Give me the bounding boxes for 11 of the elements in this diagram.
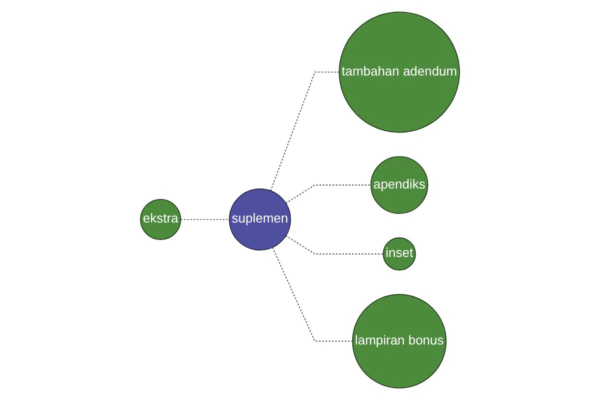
node-circle: ekstra	[140, 198, 182, 240]
node-circle: tambahan adendum	[338, 12, 460, 133]
connector	[270, 72, 340, 192]
node-circle: suplemen	[228, 188, 291, 250]
connector	[285, 184, 372, 204]
node-circle: apendiks	[370, 156, 428, 214]
connector	[180, 219, 230, 220]
connector	[285, 235, 384, 254]
node-circle: inset	[382, 237, 416, 270]
node-circle: lampiran bonus	[352, 294, 447, 388]
connector	[272, 246, 353, 342]
